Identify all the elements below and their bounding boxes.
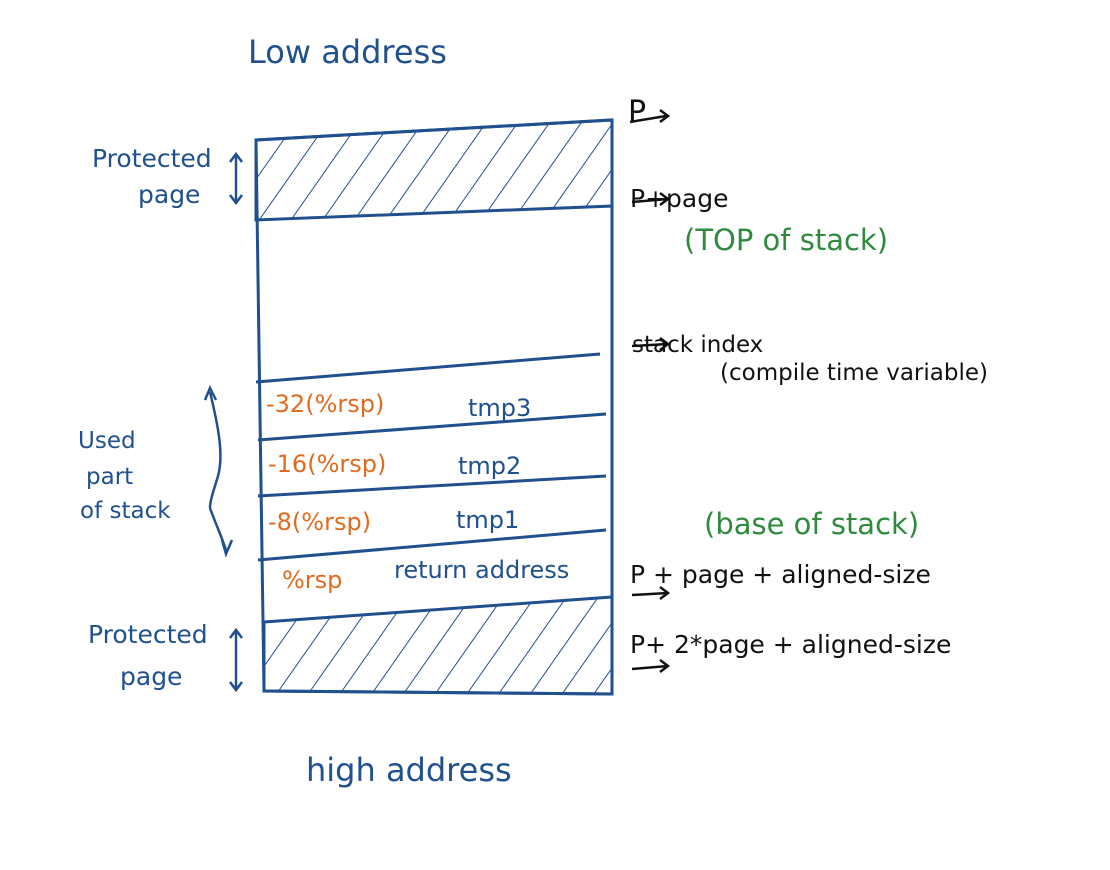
tmp2-name-label: tmp2 [458, 452, 522, 480]
tmp1-name-label: tmp1 [456, 506, 520, 534]
tmp2-divider [257, 474, 607, 498]
top-of-stack-label: (TOP of stack) [684, 223, 889, 257]
protected-page-top-label-line-2: page [138, 180, 201, 209]
protected-page-bottom-label-line-1: Protected [88, 620, 208, 649]
base-of-stack-label: (base of stack) [704, 507, 920, 541]
stack-index-label-line-1: stack index [632, 332, 764, 358]
pointer-label-p: P [628, 95, 647, 130]
tmp3-name-label: tmp3 [468, 394, 532, 422]
tmp1-offset-label: -8(%rsp) [268, 508, 372, 536]
return-address-offset-label: %rsp [282, 566, 343, 594]
protected-page-bottom-label-line-2: page [120, 662, 183, 691]
tmp3-divider [257, 412, 607, 442]
used-part-label-line-1: Used [78, 428, 136, 454]
pointer-label-p-page: P+page [630, 184, 729, 213]
low-address-label: Low address [248, 33, 447, 71]
stack-index-label-line-2: (compile time variable) [720, 360, 988, 386]
used-part-bracket [203, 384, 234, 558]
high-address-label: high address [306, 751, 512, 789]
tmp2-offset-label: -16(%rsp) [268, 450, 387, 478]
return-address-name-label: return address [394, 556, 570, 584]
protected-page-bottom-region [262, 595, 614, 696]
tmp1-divider [257, 528, 607, 562]
protected-bracket-arrows [229, 151, 243, 693]
tmp3-offset-label: -32(%rsp) [266, 390, 385, 418]
stack-index-line [255, 352, 601, 384]
two-page-aligned-size-label: P+ 2*page + aligned-size [630, 630, 952, 659]
aligned-size-label: P + page + aligned-size [630, 560, 931, 589]
pointer-arrows [629, 109, 671, 673]
used-part-label-line-3: of stack [80, 498, 171, 524]
protected-page-top-label-line-1: Protected [92, 144, 212, 173]
used-part-label-line-2: part [86, 464, 134, 490]
protected-page-top-region [254, 118, 614, 222]
